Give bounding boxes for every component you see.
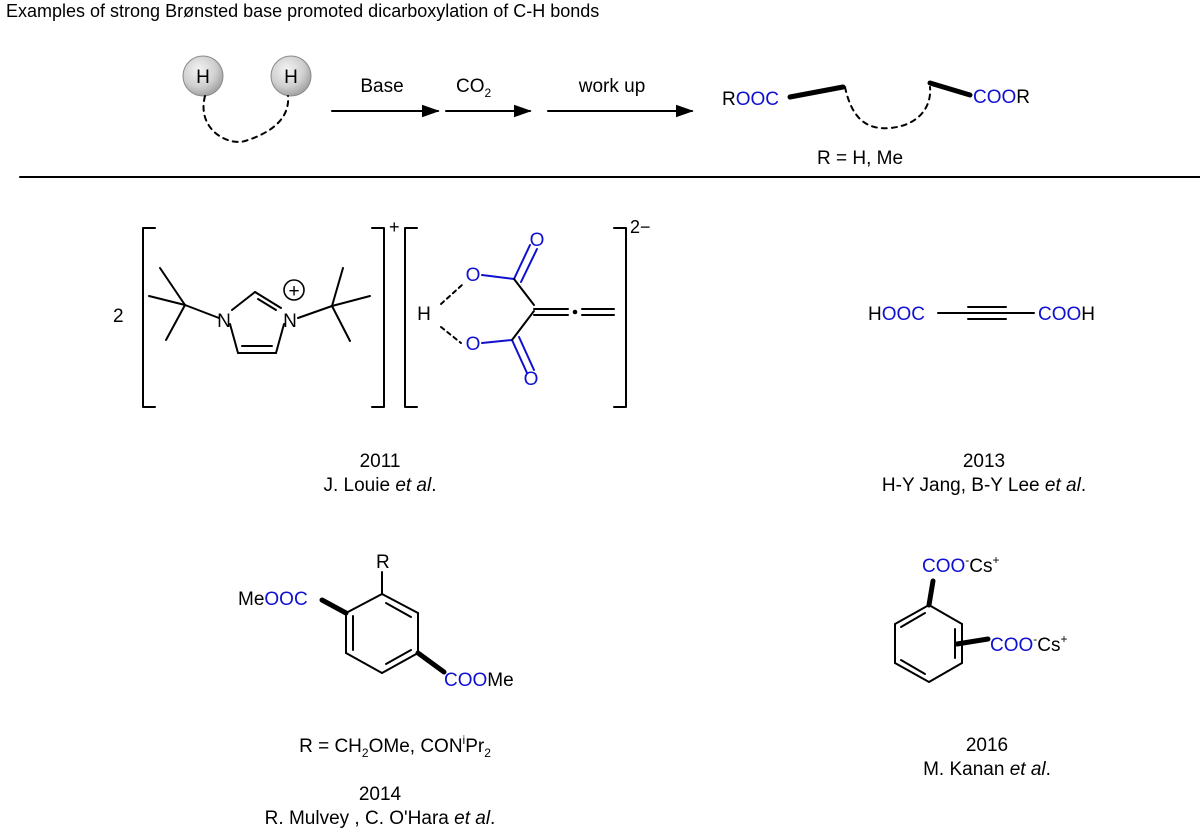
example-2011-structure: 2 + 2− N N + — [113, 217, 651, 408]
allene-dicarboxylate-anion — [440, 244, 615, 374]
example-2011-citation: J. Louie et al. — [323, 475, 436, 496]
carboxylate-top-label: COO-Cs+ — [922, 553, 1000, 577]
anion-h-label: H — [417, 304, 431, 325]
step-co2-label: CO2 — [456, 76, 492, 100]
imidazolium-n-left: N — [217, 311, 231, 332]
anion-o-upper-left: O — [466, 265, 481, 286]
example-2013-year: 2013 — [963, 451, 1005, 472]
dashed-linker — [202, 95, 290, 143]
product-right-ester: COOR — [973, 87, 1030, 108]
ester-bond-right — [415, 650, 447, 675]
ester-bond-left — [319, 597, 349, 616]
positive-charge-symbol: + — [288, 281, 299, 302]
cation-charge: + — [389, 217, 400, 237]
example-2014-year: 2014 — [359, 784, 402, 805]
step-workup-label: work up — [578, 76, 646, 97]
example-2014-structure: R MeOOC COOMe — [238, 552, 514, 691]
reactant-dihydrogen: H H — [182, 55, 312, 143]
cation-bracket-right — [371, 227, 385, 408]
carboxylate-side-label: COO-Cs+ — [990, 632, 1068, 656]
benzene-ring — [345, 571, 419, 674]
triple-bond — [937, 306, 1035, 320]
anion-o-lower-left: O — [466, 334, 481, 355]
product-dashed-linker — [844, 86, 932, 130]
substituent-r: R — [376, 552, 390, 573]
example-2014-r-definition: R = CH2OMe, CONiPr2 — [299, 733, 491, 760]
acid-right-group: COOH — [1038, 304, 1095, 325]
general-scheme: H H Base CO2 work up ROOC COOR R = H, Me — [182, 55, 1030, 169]
product-diester: ROOC COOR — [722, 80, 1030, 130]
example-2011-year: 2011 — [360, 451, 401, 472]
ester-left-label: MeOOC — [238, 589, 308, 610]
hydrogen-left-label: H — [196, 67, 210, 88]
hydrogen-ball-right — [270, 55, 312, 97]
hydrogen-ball-left — [182, 55, 224, 97]
example-2016-year: 2016 — [966, 735, 1008, 756]
example-2016-citation: M. Kanan et al. — [923, 759, 1051, 780]
step-base-label: Base — [360, 76, 403, 97]
example-2014-citation: R. Mulvey , C. O'Hara et al. — [265, 808, 496, 829]
imidazolium-cation — [148, 267, 371, 354]
product-left-ester: ROOC — [722, 89, 779, 110]
example-2013-citation: H-Y Jang, B-Y Lee et al. — [882, 475, 1086, 496]
imidazolium-n-right: N — [283, 311, 297, 332]
r-definition: R = H, Me — [817, 148, 903, 169]
cation-bracket-left — [142, 227, 156, 408]
example-2013-structure: HOOC COOH — [868, 304, 1095, 325]
bond-wedge-right — [927, 80, 973, 98]
example-2016-structure: COO-Cs+ COO-Cs+ — [894, 553, 1068, 683]
anion-charge: 2− — [630, 217, 651, 237]
benzene-ring-2016 — [894, 604, 963, 683]
figure-title: Examples of strong Brønsted base promote… — [6, 1, 599, 21]
salt-coefficient: 2 — [113, 306, 124, 327]
anion-bracket-left — [404, 227, 418, 408]
carboxylate-bond-side — [954, 636, 991, 647]
ester-right-label: COOMe — [444, 670, 514, 691]
anion-bracket-right — [613, 227, 627, 408]
anion-o-lower: O — [524, 369, 539, 390]
hydrogen-right-label: H — [284, 67, 298, 88]
acid-left-group: HOOC — [868, 304, 925, 325]
anion-o-upper: O — [530, 230, 545, 251]
bond-wedge-left — [787, 84, 846, 100]
carboxylate-bond-top — [926, 578, 936, 608]
